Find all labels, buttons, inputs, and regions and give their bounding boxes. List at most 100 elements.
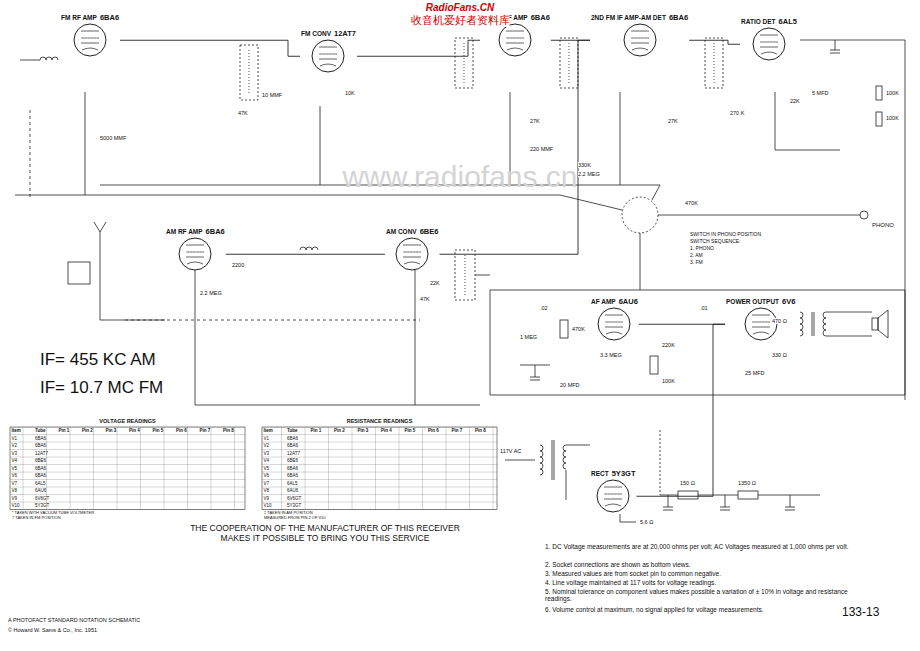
- schematic-label: SWITCH IN PHONO POSITION: [690, 232, 761, 238]
- table-cell: Pin 4: [129, 428, 140, 433]
- table-cell: 6AU6: [35, 488, 46, 493]
- tube-block: AF AMP6AU6: [590, 298, 639, 342]
- table-cell: V8: [264, 488, 270, 493]
- table-cell: V10: [12, 503, 20, 508]
- schematic-label: 100K: [886, 90, 899, 96]
- table-cell: Item: [264, 428, 273, 433]
- table-cell: V6: [12, 473, 18, 478]
- schematic-label: 47K: [420, 296, 430, 302]
- stage-name: FM CONV: [301, 30, 331, 37]
- schematic-label: † TAKEN IN FM POSITION: [12, 516, 61, 521]
- table-cell: Pin 3: [358, 428, 369, 433]
- schematic-label: 330 Ω: [772, 352, 787, 358]
- schematic-label: 100K: [886, 115, 899, 121]
- signal-wire: [689, 40, 740, 44]
- stage-name: RATIO DET: [741, 18, 776, 25]
- table-cell: Pin 8: [223, 428, 234, 433]
- tube-symbol: [310, 38, 346, 74]
- table-cell: Pin 2: [334, 428, 345, 433]
- table-cell: 6BE6: [287, 458, 298, 463]
- table-cell: 6BA6: [287, 466, 298, 471]
- tube-type: 6BA6: [531, 14, 550, 22]
- table-cell: V8: [12, 488, 18, 493]
- tube-type: 5Y3GT: [612, 470, 636, 478]
- schematic-label: SWITCH SEQUENCE:: [690, 239, 741, 245]
- tube-type: 6AL5: [779, 18, 797, 26]
- table-cell: V5: [264, 466, 270, 471]
- table-cell: Pin 5: [405, 428, 416, 433]
- schematic-label: 150 Ω: [680, 480, 695, 486]
- table-cell: V1: [264, 436, 270, 441]
- schematic-label: 100K: [662, 378, 675, 384]
- tube-heading: AM RF AMP6BA6: [165, 228, 226, 236]
- tube-block: RECT5Y3GT: [590, 470, 636, 514]
- schematic-label: THE COOPERATION OF THE MANUFACTURER OF T…: [175, 524, 475, 544]
- stage-name: AM RF AMP: [166, 228, 203, 235]
- table-cell: 6BA6: [35, 436, 46, 441]
- table-cell: V5: [12, 466, 18, 471]
- table-cell: V7: [264, 481, 270, 486]
- table-cell: 5Y3GT: [35, 503, 49, 508]
- table-cell: VOLTAGE READINGS: [99, 418, 155, 424]
- schematic-label: * TAKEN WITH VACUUM TUBE VOLTMETER: [12, 511, 94, 516]
- schematic-label: 收音机爱好者资料库: [411, 14, 510, 27]
- schematic-label: 2200: [232, 262, 244, 268]
- schematic-label: © Howard W. Sams & Co., Inc. 1951: [8, 627, 97, 633]
- stage-name: FM RF AMP: [61, 14, 97, 21]
- schematic-label: 5000 MMF: [100, 135, 126, 141]
- table-cell: V9: [12, 496, 18, 501]
- table-cell: V7: [12, 481, 18, 486]
- schematic-label: www.radiofans.cn: [342, 160, 577, 195]
- schematic-label: 220K: [662, 342, 675, 348]
- tube-symbol: [177, 236, 213, 272]
- schematic-label: 3. FM: [690, 260, 703, 266]
- schematic-label: 470K: [685, 200, 698, 206]
- tube-heading: FM CONV12AT7: [300, 30, 357, 38]
- schematic-label: 1. PHONO: [690, 246, 714, 252]
- table-cell: 6BE6: [35, 458, 46, 463]
- tube-type: 6BA6: [206, 228, 225, 236]
- tube-symbol: [751, 26, 787, 62]
- signal-wire: [357, 40, 480, 56]
- stage-name: POWER OUTPUT: [726, 298, 779, 305]
- schematic-label: 20 MFD: [560, 382, 580, 388]
- schematic-label: ‡ TAKEN IN AM POSITION: [264, 511, 313, 516]
- schematic-label: 22K: [790, 98, 800, 104]
- table-cell: Pin 3: [106, 428, 117, 433]
- schematic-label: 10 MMF: [262, 92, 282, 98]
- tube-envelope: [622, 22, 658, 58]
- schematic-label: 220 MMF: [530, 146, 553, 152]
- tube-symbol: [72, 22, 108, 58]
- table-cell: Tube: [35, 428, 45, 433]
- schematic-label: .02: [540, 305, 548, 311]
- schematic-label: 47K: [238, 110, 248, 116]
- schematic-label: 4. Line voltage maintained at 117 volts …: [545, 579, 875, 586]
- tube-block: 2ND FM IF AMP-AM DET6BA6: [590, 14, 689, 58]
- tube-envelope: [595, 478, 631, 514]
- table-cell: 12AT7: [287, 451, 300, 456]
- table-cell: V6: [264, 473, 270, 478]
- schematic-label: A PHOTOFACT STANDARD NOTATION SCHEMATIC: [8, 617, 140, 623]
- schematic-label: MEASURED FROM PIN 2 OF V10: [264, 516, 326, 521]
- table-cell: 6BA6: [287, 473, 298, 478]
- tube-envelope: [596, 306, 632, 342]
- tube-envelope: [751, 26, 787, 62]
- table-cell: 6BA6: [287, 436, 298, 441]
- tube-block: AM CONV6BE6: [385, 228, 439, 272]
- tube-block: AM RF AMP6BA6: [165, 228, 226, 272]
- schematic-label: 2. Socket connections are shown as botto…: [545, 561, 875, 568]
- schematic-label: 22K: [430, 280, 440, 286]
- stage-name: AF AMP: [591, 298, 616, 305]
- tube-envelope: [497, 22, 533, 58]
- tube-heading: AF AMP6AU6: [590, 298, 639, 306]
- schematic-label: 3. Measured values are from socket pin t…: [545, 570, 875, 577]
- tube-heading: RECT5Y3GT: [590, 470, 636, 478]
- tube-heading: POWER OUTPUT6V6: [725, 298, 796, 306]
- table-cell: V3: [264, 451, 270, 456]
- schematic-label: 1. DC Voltage measurements are at 20,000…: [545, 543, 875, 550]
- table-cell: V4: [12, 458, 18, 463]
- tube-heading: RATIO DET6AL5: [740, 18, 798, 26]
- schematic-label: 2.2 MEG: [200, 290, 222, 296]
